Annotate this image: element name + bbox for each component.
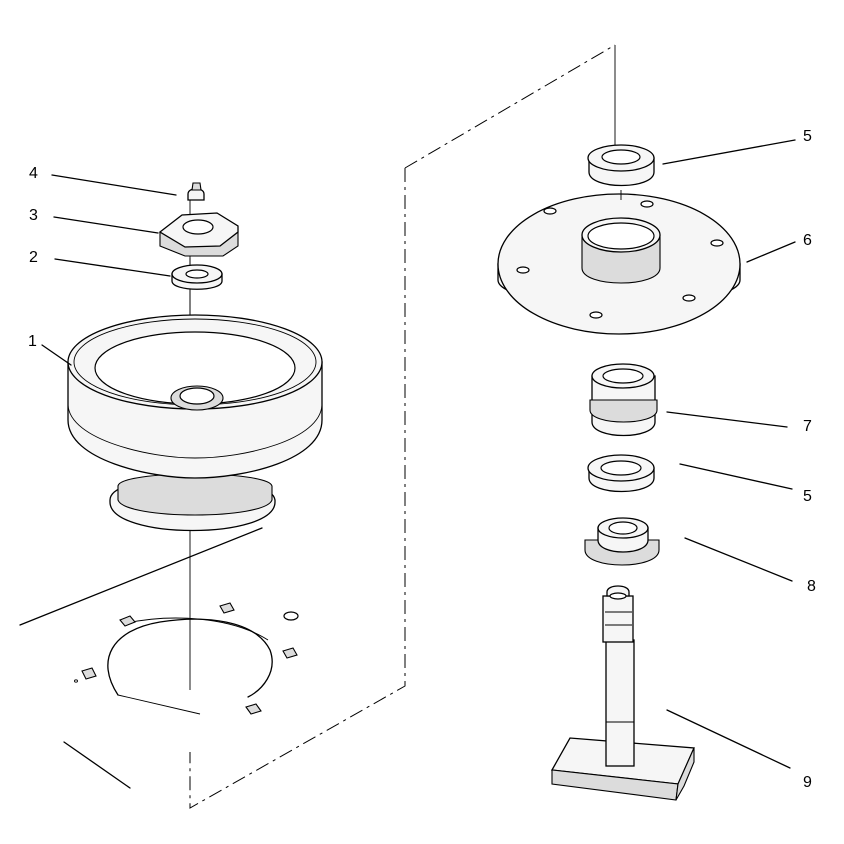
leader-5-bottom [679, 463, 793, 490]
spindle-shaft-part-9 [550, 585, 695, 801]
bearing-cup-part-5-top [587, 144, 655, 187]
callout-labels: 1 2 3 4 5 6 7 5 8 9 [28, 128, 816, 791]
deck-tab [219, 602, 235, 614]
hex-nut-part-3 [158, 212, 239, 257]
callout-5-top: 5 [803, 128, 812, 145]
callout-1: 1 [28, 333, 37, 350]
leader-4 [51, 174, 177, 196]
callout-7: 7 [803, 418, 812, 435]
leader-9 [666, 709, 791, 769]
callout-6: 6 [803, 232, 812, 249]
callout-3: 3 [29, 207, 38, 224]
deck-tab [81, 667, 97, 680]
callout-2: 2 [29, 249, 38, 266]
leader-5-top [662, 139, 796, 165]
leader-6 [746, 241, 796, 263]
deck-phantom-outline [189, 44, 616, 809]
leader-1 [41, 344, 72, 366]
washer-part-2 [171, 264, 223, 290]
deck-plate [19, 527, 299, 789]
grease-fitting-part-4 [187, 182, 205, 201]
deck-tab [119, 615, 136, 627]
leader-lines [41, 139, 796, 769]
bearing-part-7 [589, 363, 658, 437]
bolt-hole [710, 239, 724, 247]
leader-3 [53, 216, 159, 234]
deck-tab [245, 703, 262, 715]
leader-2 [54, 258, 171, 277]
bearing-cup-part-5-bottom [587, 454, 655, 493]
deck-hole [283, 611, 299, 621]
callout-4: 4 [29, 165, 38, 182]
bolt-hole [640, 200, 654, 208]
seal-part-8 [584, 517, 660, 566]
callout-5-bottom: 5 [803, 488, 812, 505]
callout-9: 9 [803, 774, 812, 791]
leader-8 [684, 537, 793, 582]
bolt-hole [682, 294, 696, 302]
pulley-part-1 [67, 314, 323, 532]
callout-8: 8 [807, 578, 816, 595]
bolt-hole [543, 207, 557, 215]
deck-tab [282, 647, 298, 659]
bolt-hole [589, 311, 603, 319]
leader-7 [666, 411, 788, 428]
spindle-housing-part-6 [497, 193, 741, 335]
bolt-hole [516, 266, 530, 274]
